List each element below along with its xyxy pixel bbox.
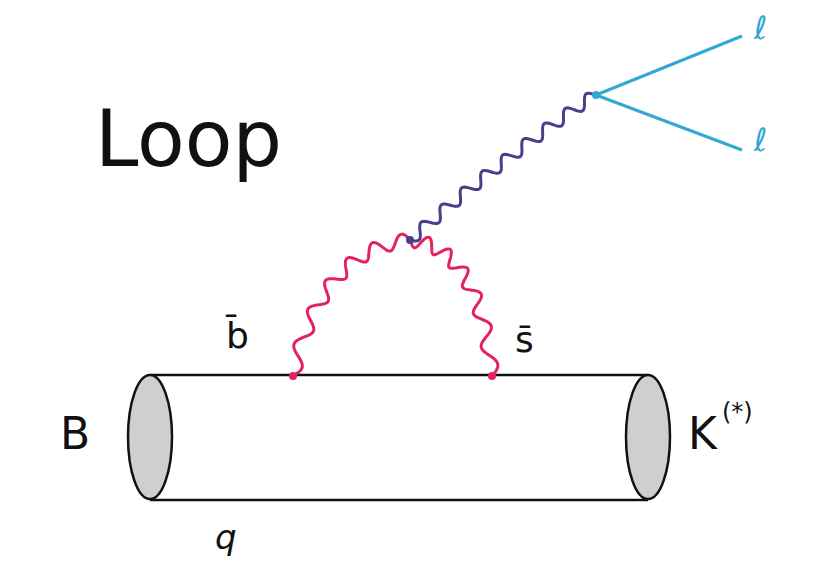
lepton-label: ℓ — [754, 12, 767, 44]
quark-label: q — [215, 520, 237, 554]
vertex-dot — [289, 372, 297, 380]
meson-label: B — [60, 412, 90, 456]
quark-label: b̄ — [226, 318, 249, 354]
vertex-dot — [488, 372, 496, 380]
lepton-label: ℓ — [754, 124, 767, 156]
meson-superscript: (*) — [722, 400, 753, 424]
lepton-line — [596, 95, 742, 150]
meson-blob — [626, 375, 670, 499]
lepton-line — [596, 36, 742, 95]
boson-loop — [410, 237, 498, 376]
meson-label: K — [688, 412, 717, 456]
vertex-dot — [592, 91, 600, 99]
meson-blob — [128, 375, 172, 499]
diagram-title-text: Loop — [95, 100, 282, 178]
vertex-dot — [406, 236, 414, 244]
quark-line — [150, 499, 648, 502]
boson-loop — [293, 234, 410, 376]
quark-line — [150, 374, 648, 377]
photon-line — [410, 93, 595, 241]
quark-label: s̄ — [515, 322, 534, 358]
